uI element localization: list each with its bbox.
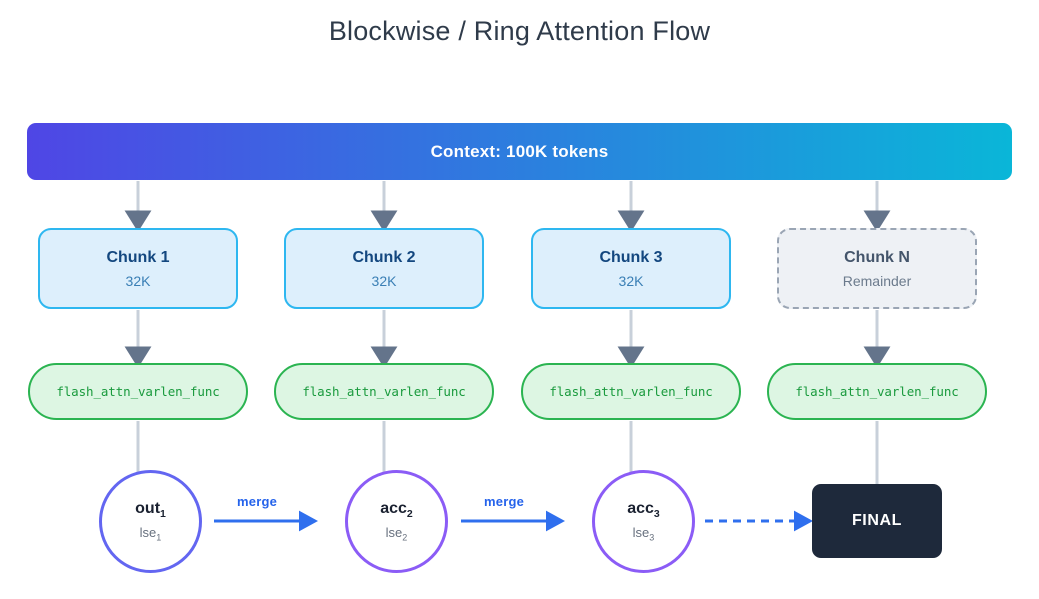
- banner-to-chunk-connectors: [124, 181, 891, 232]
- kernel-pill-2[interactable]: flash_attn_varlen_func: [274, 363, 494, 420]
- final-output-box[interactable]: FINAL: [812, 484, 942, 558]
- accumulator-main-label: acc3: [627, 499, 660, 521]
- chunk-title: Chunk N: [844, 249, 910, 267]
- kernel-pill-3[interactable]: flash_attn_varlen_func: [521, 363, 741, 420]
- chunk-subtitle: 32K: [125, 272, 151, 289]
- chunk-box-n[interactable]: Chunk N Remainder: [777, 228, 977, 309]
- accumulator-main-label: acc2: [380, 499, 413, 521]
- merge-label-2: merge: [484, 494, 525, 509]
- kernel-to-accumulator-connectors: [136, 421, 879, 484]
- chunk-box-3[interactable]: Chunk 3 32K: [531, 228, 731, 309]
- context-banner-label: Context: 100K tokens: [430, 141, 609, 161]
- chunk-subtitle: Remainder: [842, 272, 912, 289]
- merge-label-1: merge: [237, 494, 278, 509]
- final-label: FINAL: [851, 512, 903, 529]
- chunk-box-1[interactable]: Chunk 1 32K: [38, 228, 238, 309]
- kernel-label: flash_attn_varlen_func: [302, 384, 466, 399]
- accumulator-circle-3[interactable]: acc3 lse3: [592, 470, 695, 573]
- accumulator-circle-2[interactable]: acc2 lse2: [345, 470, 448, 573]
- kernel-pill-n[interactable]: flash_attn_varlen_func: [767, 363, 987, 420]
- context-banner: Context: 100K tokens: [27, 123, 1012, 180]
- kernel-label: flash_attn_varlen_func: [795, 384, 959, 399]
- accumulator-circle-1[interactable]: out1 lse1: [99, 470, 202, 573]
- kernel-label: flash_attn_varlen_func: [549, 384, 713, 399]
- accumulator-main-label: out1: [135, 499, 166, 521]
- chunk-title: Chunk 1: [106, 249, 170, 267]
- accumulator-lse-label: lse3: [632, 524, 655, 543]
- accumulator-lse-label: lse1: [139, 524, 162, 543]
- accumulator-lse-label: lse2: [385, 524, 408, 543]
- chunk-title: Chunk 3: [599, 249, 663, 267]
- chunk-subtitle: 32K: [618, 272, 644, 289]
- chunk-subtitle: 32K: [371, 272, 397, 289]
- chunk-title: Chunk 2: [352, 249, 416, 267]
- kernel-pill-1[interactable]: flash_attn_varlen_func: [28, 363, 248, 420]
- page-title: Blockwise / Ring Attention Flow: [328, 16, 711, 46]
- chunk-box-2[interactable]: Chunk 2 32K: [284, 228, 484, 309]
- kernel-label: flash_attn_varlen_func: [56, 384, 220, 399]
- chunk-to-kernel-connectors: [124, 310, 891, 368]
